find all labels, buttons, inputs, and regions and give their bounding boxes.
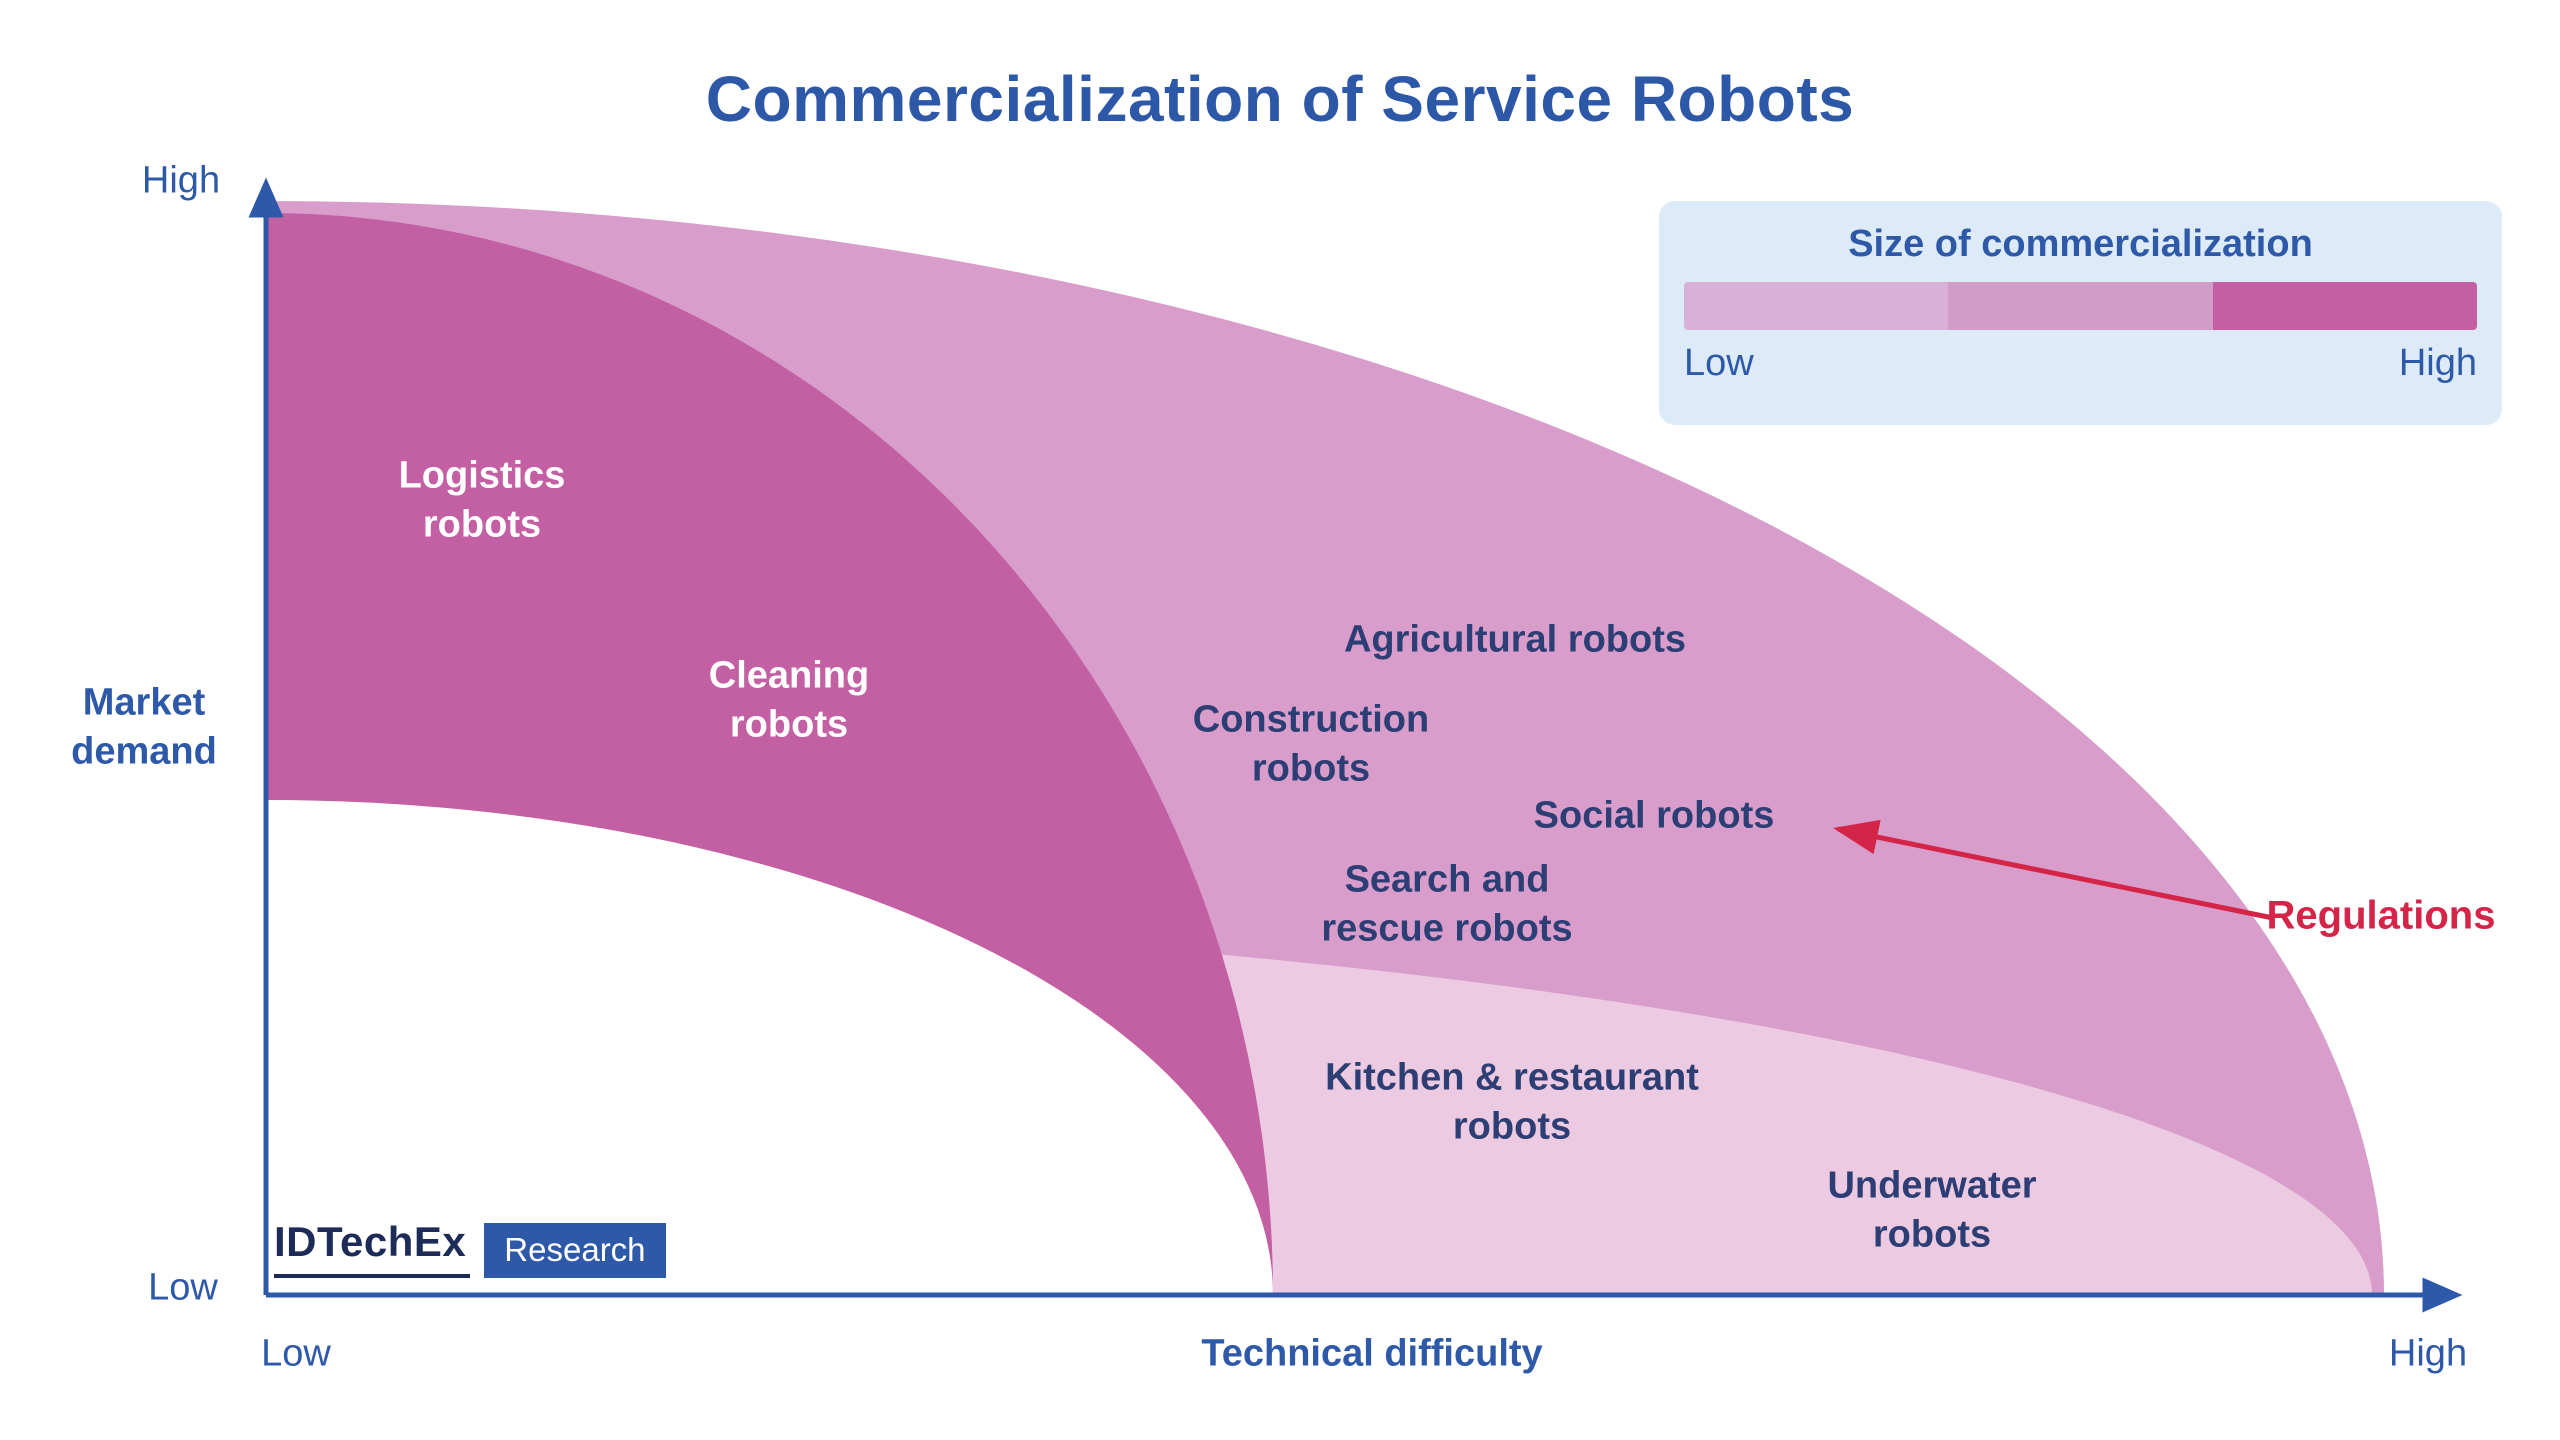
legend-segment-low: [1684, 282, 1949, 330]
legend-segment-mid: [1948, 282, 2213, 330]
label-underwater-robots: Underwater robots: [1827, 1164, 2037, 1255]
legend-segment-high: [2212, 282, 2477, 330]
label-construction-robots: Construction robots: [1192, 698, 1430, 789]
y-axis-title: Market demand: [71, 681, 217, 772]
label-logistics-robots: Logistics robots: [398, 454, 566, 545]
brand-logo: IDTechEx Research: [274, 1218, 666, 1278]
brand-research-badge: Research: [484, 1223, 666, 1278]
y-axis-low-label: Low: [148, 1266, 218, 1309]
regulations-arrow: [1833, 819, 2274, 921]
x-axis-low-label: Low: [261, 1332, 331, 1375]
legend-high-label: High: [2398, 342, 2477, 384]
legend-low-label: Low: [1684, 342, 1754, 384]
legend-box: Size of commercialization Low High: [1659, 201, 2502, 425]
label-social-robots: Social robots: [1533, 794, 1775, 837]
label-cleaning-robots: Cleaning robots: [708, 654, 870, 745]
x-axis-title: Technical difficulty: [1201, 1332, 1543, 1375]
legend-gradient-bar: [1684, 282, 2477, 330]
label-kitchen-restaurant-robots: Kitchen & restaurant robots: [1325, 1056, 1699, 1147]
legend-scale: Low High: [1684, 342, 2477, 385]
x-axis-high-label: High: [2388, 1332, 2468, 1375]
label-agricultural-robots: Agricultural robots: [1343, 618, 1687, 661]
legend-title: Size of commercialization: [1848, 223, 2313, 265]
regulations-label: Regulations: [2266, 893, 2496, 938]
page-title: Commercialization of Service Robots: [705, 63, 1855, 135]
y-axis-high-label: High: [141, 159, 221, 202]
label-search-rescue-robots: Search and rescue robots: [1321, 858, 1573, 949]
band-inner-white-cutout: [266, 800, 1273, 1295]
brand-idtechex-wordmark: IDTechEx: [274, 1218, 471, 1278]
